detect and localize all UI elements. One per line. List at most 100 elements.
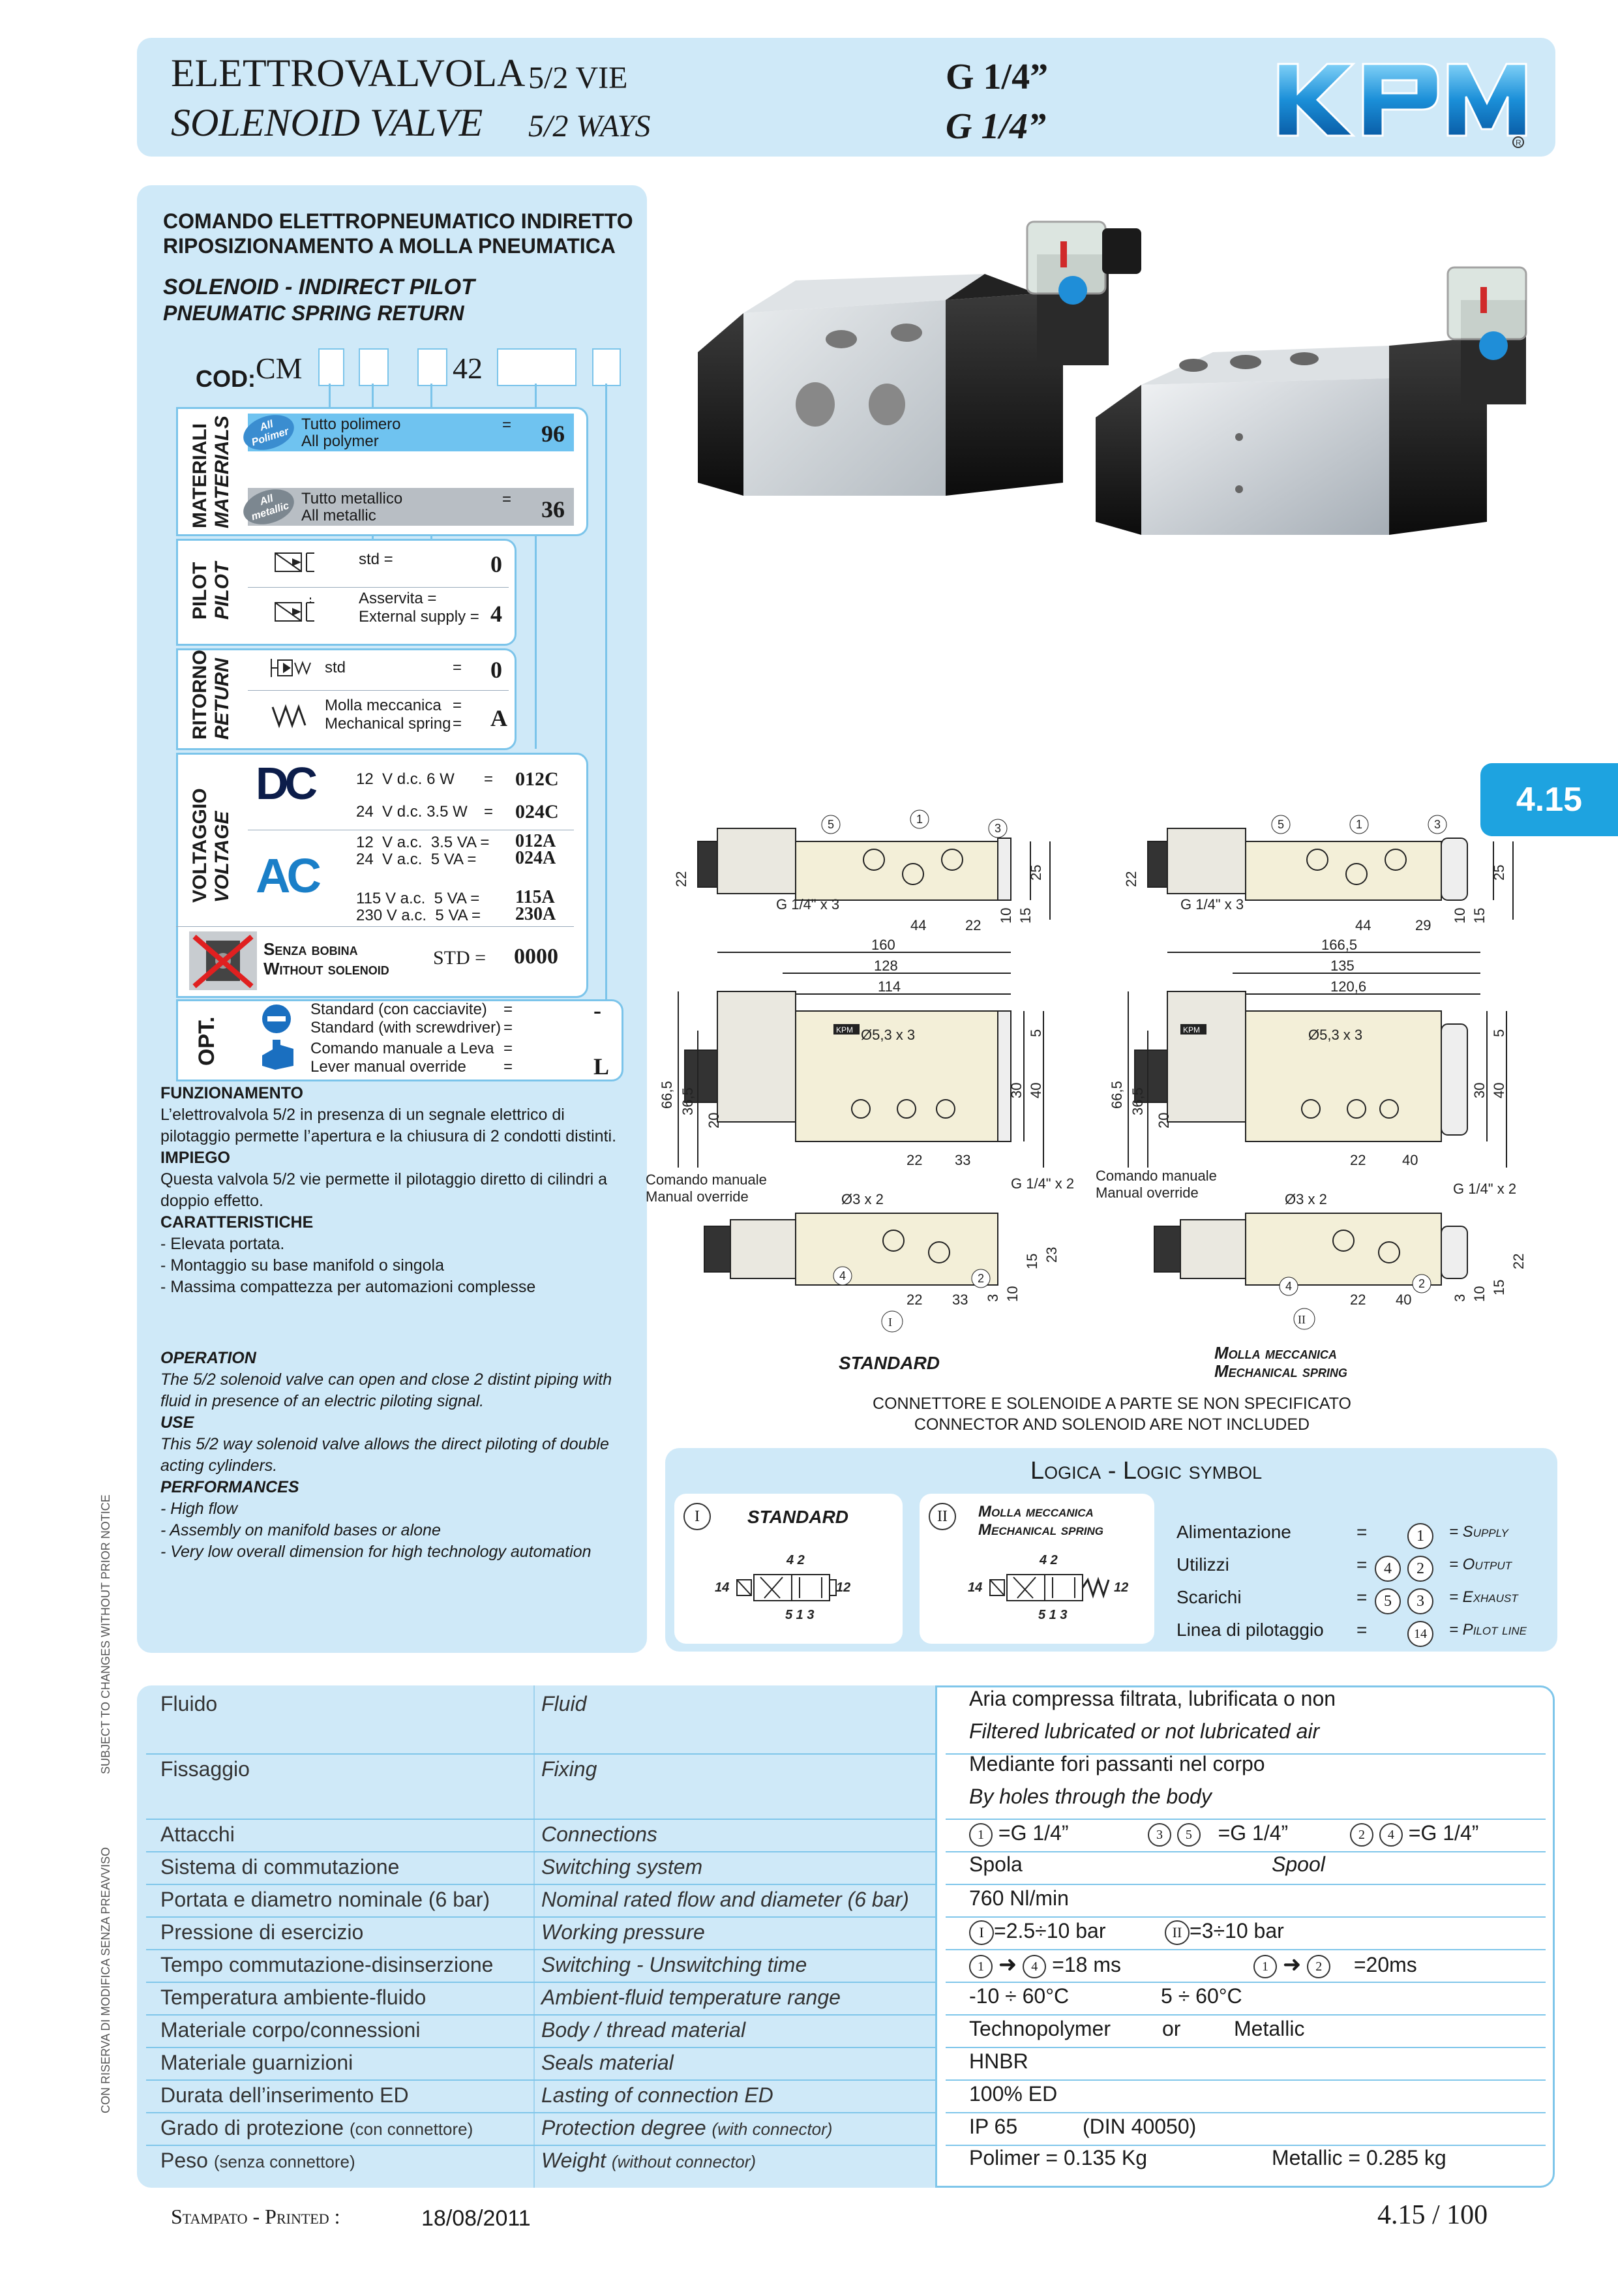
spec-value: Filtered lubricated or not lubricated ai… xyxy=(969,1719,1320,1743)
dim-w2: 128 xyxy=(874,958,898,974)
brand-logo: R xyxy=(1272,51,1533,149)
svg-text:44: 44 xyxy=(910,917,926,933)
svg-text:KPM: KPM xyxy=(1183,1025,1200,1035)
svg-text:G 1/4" x 3: G 1/4" x 3 xyxy=(1180,896,1244,913)
spec-value: 1 =G 1/4” xyxy=(969,1821,1069,1847)
spec-value: 760 Nl/min xyxy=(969,1886,1069,1910)
svg-text:3: 3 xyxy=(1452,1294,1468,1302)
svg-text:40: 40 xyxy=(1402,1152,1418,1168)
svg-text:12: 12 xyxy=(1114,1580,1128,1595)
legend-exhaust: Scarichi = 5 3 = Exhaust xyxy=(1176,1581,1542,1614)
pilot-code-std: 0 xyxy=(490,551,502,577)
svg-text:3: 3 xyxy=(1434,818,1441,831)
svg-text:2: 2 xyxy=(1418,1277,1425,1290)
spec-label-en: Protection degree (with connector) xyxy=(541,2116,833,2139)
arrow-icon: ➜ xyxy=(1282,1952,1302,1977)
spec-value: 5 ÷ 60°C xyxy=(1161,1984,1242,2008)
spec-table-values-bg xyxy=(935,1685,1555,2188)
product-photo-polymer xyxy=(672,209,1141,515)
return-option-std[interactable]: std xyxy=(325,659,346,676)
text-en: OPERATION The 5/2 solenoid valve can ope… xyxy=(160,1349,612,1561)
pilot-external-icon xyxy=(274,597,320,629)
arrow-icon: ➜ xyxy=(998,1952,1017,1977)
spec-label-it: Grado di protezione (con connettore) xyxy=(160,2116,473,2139)
dc-option-12[interactable]: 12 V d.c. 6 W=012C xyxy=(356,768,559,790)
spec-value: -10 ÷ 60°C xyxy=(969,1984,1070,2008)
spec-value: Metallic = 0.285 kg xyxy=(1272,2146,1446,2169)
svg-text:22: 22 xyxy=(1510,1254,1527,1269)
logic-spring-card xyxy=(920,1494,1154,1644)
svg-text:36,5: 36,5 xyxy=(1130,1087,1146,1115)
return-code-std: 0 xyxy=(490,657,502,683)
svg-text:5: 5 xyxy=(1278,818,1284,831)
svg-text:15: 15 xyxy=(1024,1254,1040,1269)
svg-text:20: 20 xyxy=(706,1113,722,1128)
svg-text:22: 22 xyxy=(1350,1152,1366,1168)
svg-text:G 1/4" x 2: G 1/4" x 2 xyxy=(1011,1175,1074,1192)
code-slot-opt[interactable] xyxy=(592,348,621,386)
ac-option-115[interactable]: 115 V a.c. 5 VA =115A xyxy=(356,887,555,907)
pilot-option-external[interactable]: Asservita =External supply = xyxy=(359,590,479,626)
opt-label: OPT. xyxy=(194,1016,219,1066)
spec-value: Metallic xyxy=(1234,2017,1305,2040)
logic-standard-card xyxy=(674,1494,903,1644)
text-it: FUNZIONAMENTO L’elettrovalvola 5/2 in pr… xyxy=(160,1084,617,1296)
footer-date: 18/08/2011 xyxy=(421,2206,531,2231)
spec-label-en: Fluid xyxy=(541,1692,587,1715)
spec-value: Spool xyxy=(1272,1852,1325,1876)
dim-port-g: G 1/4" x 3 xyxy=(776,896,839,913)
svg-text:15: 15 xyxy=(1017,908,1034,924)
svg-text:10: 10 xyxy=(1004,1286,1021,1302)
ac-option-24[interactable]: 24 V a.c. 5 VA =024A xyxy=(356,848,556,868)
code-label: COD: xyxy=(196,365,256,392)
code-slot-return[interactable] xyxy=(417,348,447,386)
svg-text:15: 15 xyxy=(1471,908,1488,924)
dc-symbol-icon: DC xyxy=(256,758,318,809)
svg-text:10: 10 xyxy=(1452,908,1468,924)
svg-text:66,5: 66,5 xyxy=(659,1081,675,1109)
svg-text:14: 14 xyxy=(715,1580,729,1595)
svg-text:I: I xyxy=(888,1316,892,1329)
technical-drawing-standard: 160 128 114 Ø5,3 x 3 G 1/4" x 3 44 22 22… xyxy=(646,802,1076,1337)
section-tab: 4.15 xyxy=(1480,763,1618,836)
svg-text:30: 30 xyxy=(1471,1083,1488,1098)
spec-value: Mediante fori passanti nel corpo xyxy=(969,1752,1265,1775)
ac-option-230[interactable]: 230 V a.c. 5 VA =230A xyxy=(356,904,556,924)
svg-text:G 1/4" x 2: G 1/4" x 2 xyxy=(1453,1181,1516,1197)
title-it: ELETTROVALVOLA xyxy=(171,52,526,95)
pilot-box xyxy=(176,539,517,646)
ac-option-12[interactable]: 12 V a.c. 3.5 VA =012A xyxy=(356,831,556,851)
opt-code-lever: L xyxy=(593,1053,610,1080)
spec-value: Aria compressa filtrata, lubrificata o n… xyxy=(969,1687,1336,1710)
pilot-option-std[interactable]: std = xyxy=(359,551,393,568)
svg-text:22: 22 xyxy=(906,1152,922,1168)
code-slot-material[interactable] xyxy=(318,348,344,386)
svg-text:20: 20 xyxy=(1156,1113,1172,1128)
svg-text:33: 33 xyxy=(952,1292,968,1308)
code-fixed: 42 xyxy=(453,352,483,385)
no-coil-std: STD = xyxy=(433,947,487,969)
spec-value: 1 ➜ 4 =18 ms xyxy=(969,1952,1121,1978)
ways-it: 5/2 VIE xyxy=(528,61,628,95)
dc-option-24[interactable]: 24 V d.c. 3.5 W=024C xyxy=(356,801,559,823)
svg-text:5 1 3: 5 1 3 xyxy=(785,1608,814,1622)
svg-text:29: 29 xyxy=(1415,917,1431,933)
code-slot-voltage[interactable] xyxy=(497,348,577,386)
legend-supply: Alimentazione = 1 = Supply xyxy=(1176,1516,1542,1549)
svg-text:25: 25 xyxy=(1491,865,1507,881)
svg-text:Manual override: Manual override xyxy=(1096,1185,1199,1201)
spec-label-en: Connections xyxy=(541,1822,657,1846)
code-slot-pilot[interactable] xyxy=(359,348,389,386)
svg-text:R: R xyxy=(1516,138,1521,147)
lever-icon xyxy=(258,1040,297,1076)
opt-option-standard[interactable]: Standard (con cacciavite)Standard (with … xyxy=(310,1001,502,1036)
side-note-2: CON RISERVA DI MODIFICA SENZA PREAVVISO xyxy=(99,1847,112,2113)
